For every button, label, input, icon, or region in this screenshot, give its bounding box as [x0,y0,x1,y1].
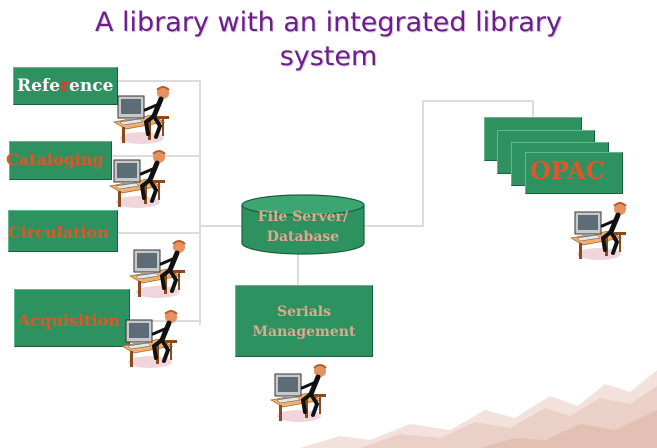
acquisition-box [14,289,130,347]
connector-opac-vertical [422,100,424,227]
person-at-computer-icon [108,82,178,148]
diagram-title: A library with an integrated library sys… [0,6,657,74]
reference-label: Reference [17,76,114,96]
circulation-box [8,210,118,252]
connector-server-right [362,225,424,227]
connector-acquisition [130,320,201,322]
opac-label: OPAC [530,156,605,185]
title-line-1: A library with an integrated library [95,7,562,38]
connector-circulation [118,232,201,234]
connector-opac-top [422,100,534,102]
connector-opac-drop [532,100,534,118]
serials-management-box [235,285,373,357]
reference-box [13,67,118,105]
opac-box [525,152,623,194]
file-server-database-cylinder [241,194,365,255]
file-server-label: File Server/ Database [257,209,349,245]
connector-to-server [199,225,243,227]
title-line-2: system [279,41,378,72]
person-at-computer-icon [116,306,186,372]
serials-management-label: Serials Management [252,304,356,340]
person-at-computer-icon [104,146,174,212]
connector-server-serials [297,252,299,285]
person-at-computer-icon [565,198,635,264]
person-at-computer-icon [265,360,335,426]
mountain-watermark [300,370,657,448]
cataloging-box [9,141,112,180]
cataloging-label: Cataloging [6,150,104,169]
connector-left-vertical [199,80,201,325]
acquisition-label: Acquisition [18,311,120,330]
connector-reference [118,80,201,82]
circulation-label: Circulation [8,223,109,242]
person-at-computer-icon [124,236,194,302]
